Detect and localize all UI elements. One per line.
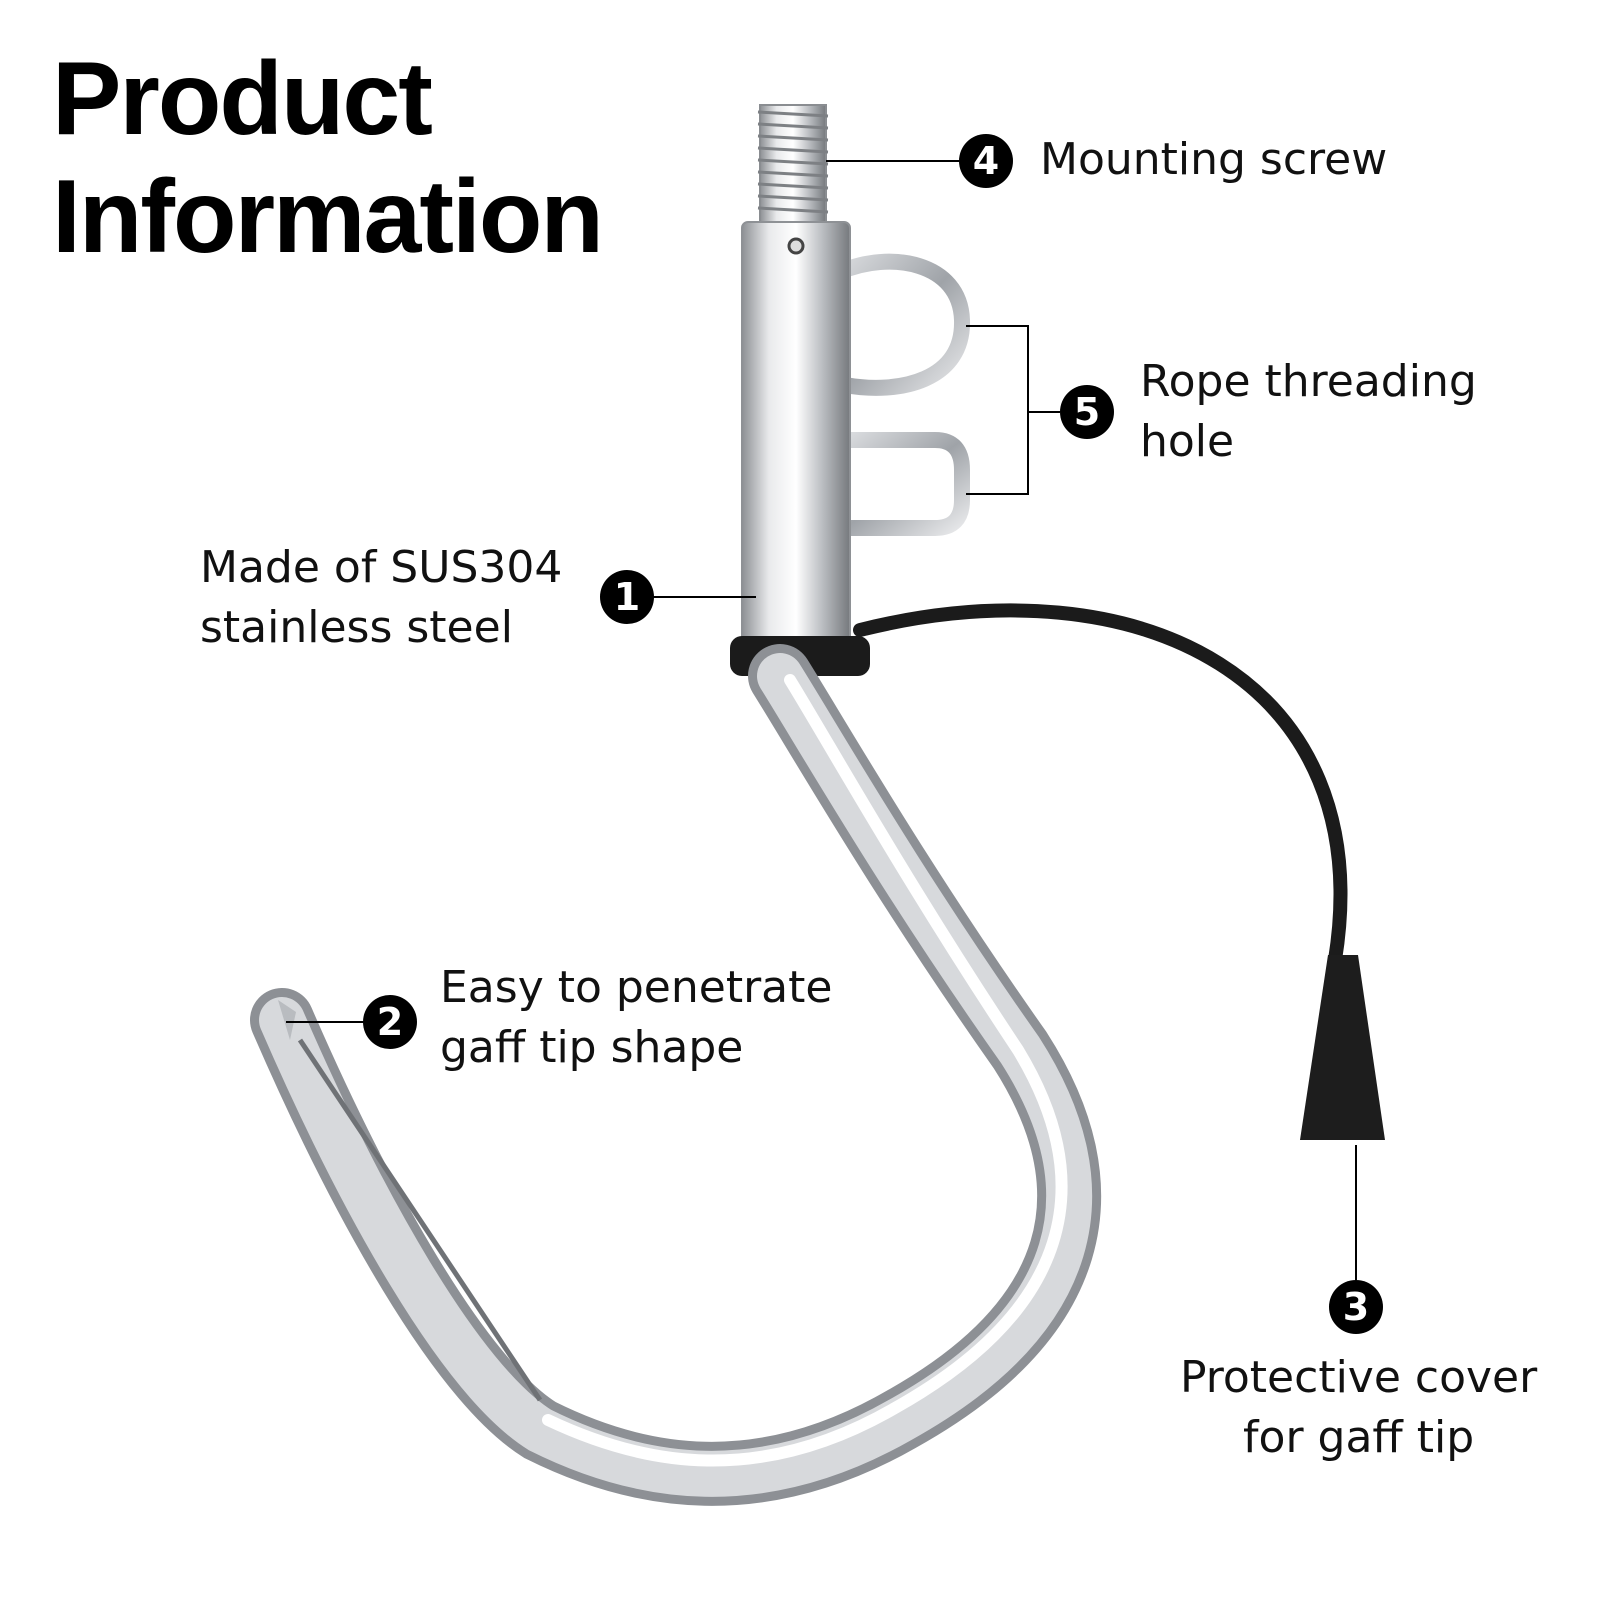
page-title: Product Information [52, 40, 604, 276]
callout-3-line-1: Protective cover [1180, 1352, 1538, 1403]
handle-tube [741, 221, 851, 643]
protective-cover [853, 603, 1385, 1140]
callout-5-line-1: Rope threading [1140, 356, 1477, 407]
callout-number-4: 4 [959, 134, 1013, 188]
callout-5-line-2: hole [1140, 416, 1235, 467]
callout-1-line-2: stainless steel [200, 602, 513, 653]
title-line-2: Information [52, 159, 604, 275]
leader-lines [286, 160, 1357, 1280]
title-line-1: Product [52, 41, 433, 157]
callout-label-protective-cover: Protective cover for gaff tip [1180, 1348, 1537, 1468]
callout-label-rope-threading-hole: Rope threading hole [1140, 352, 1477, 472]
callout-4-line-1: Mounting screw [1040, 134, 1388, 185]
callout-label-material: Made of SUS304 stainless steel [200, 538, 562, 658]
callout-3-line-2: for gaff tip [1243, 1412, 1475, 1463]
callout-number-5: 5 [1060, 385, 1114, 439]
callout-2-line-2: gaff tip shape [440, 1022, 744, 1073]
callout-label-mounting-screw: Mounting screw [1040, 130, 1387, 190]
callout-number-1: 1 [600, 570, 654, 624]
callout-number-3: 3 [1329, 1280, 1383, 1334]
callout-label-gaff-tip: Easy to penetrate gaff tip shape [440, 958, 832, 1078]
callout-number-2: 2 [363, 995, 417, 1049]
handle-pin-hole [787, 237, 805, 255]
callout-1-line-1: Made of SUS304 [200, 542, 563, 593]
hook-body [250, 644, 1102, 1506]
callout-2-line-1: Easy to penetrate [440, 962, 833, 1013]
rope-threading-loops [836, 253, 971, 536]
